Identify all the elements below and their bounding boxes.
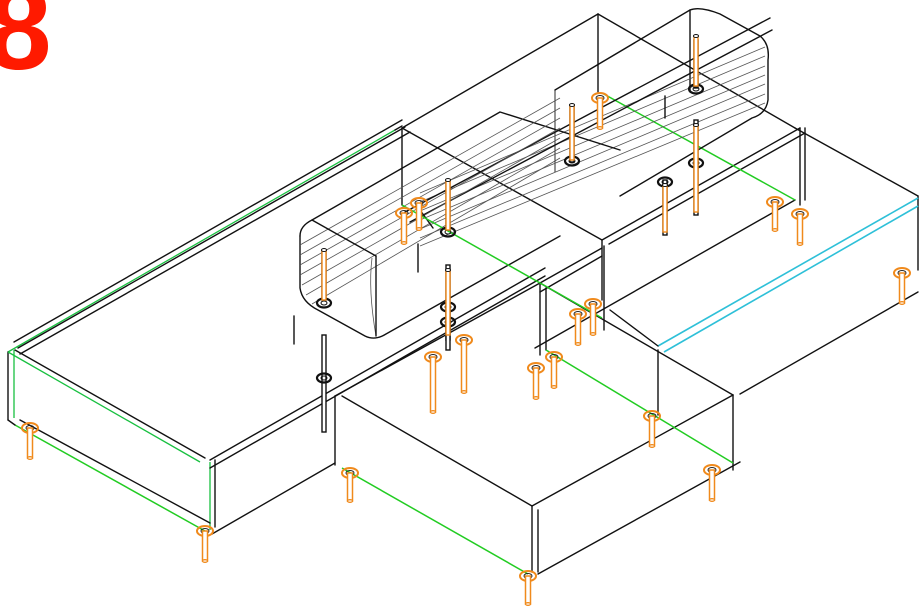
- step-number: 8: [0, 0, 52, 95]
- leg-icon: [196, 525, 214, 563]
- dowel-icon: [445, 178, 451, 231]
- leg-icon: [455, 334, 473, 394]
- leg-icon: [395, 207, 413, 245]
- leg-icon: [643, 410, 661, 448]
- dowel-icon: [445, 268, 451, 336]
- dowel-icon: [662, 183, 668, 233]
- leg-icon: [527, 362, 545, 400]
- back-cushion-front: [299, 97, 621, 339]
- leg-icon: [341, 467, 359, 503]
- leg-icon: [791, 208, 809, 246]
- hardware-group: [21, 34, 911, 606]
- leg-icon: [591, 92, 609, 130]
- leg-icon: [703, 464, 721, 502]
- leg-icon: [21, 422, 39, 460]
- leg-icon: [569, 308, 587, 346]
- leg-icon: [584, 298, 602, 336]
- leg-icon: [766, 196, 784, 232]
- leg-icon: [424, 351, 442, 414]
- leg-icon: [893, 267, 911, 305]
- end-seat-module: [609, 127, 919, 416]
- dowel-icon: [693, 34, 699, 87]
- leg-icon: [410, 197, 428, 231]
- square-ottoman: [334, 282, 741, 575]
- back-cushion-rear: [404, 7, 773, 247]
- dowel-icon: [315, 334, 333, 433]
- armrest-cushion: [293, 95, 666, 345]
- dowel-icon: [569, 103, 575, 161]
- long-seat-module: [7, 119, 546, 535]
- leg-icon: [545, 351, 563, 389]
- dowel-icon: [693, 123, 699, 213]
- leg-icon: [519, 570, 537, 606]
- dowel-icon: [321, 248, 327, 301]
